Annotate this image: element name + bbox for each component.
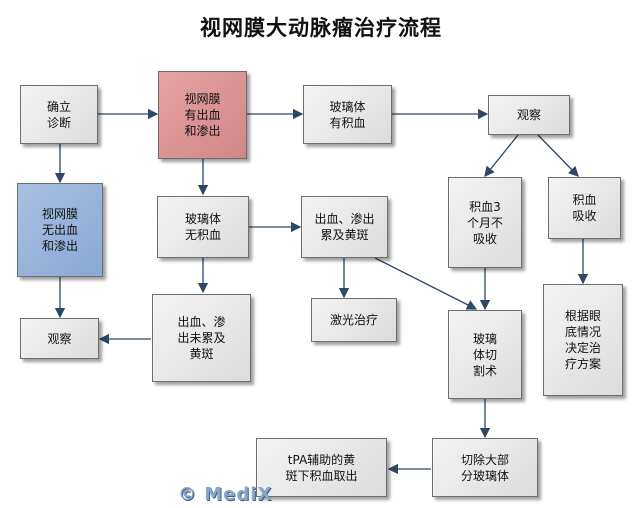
node-retina-no-bleeding: 视网膜 无出血 和渗出 [17,183,103,277]
node-vitreous-no-blood: 玻璃体 无积血 [157,196,249,258]
node-retina-with-bleeding: 视网膜 有出血 和渗出 [158,71,247,159]
arrow-observe-to-not-absorbed [484,134,519,178]
medix-watermark: © MediX [178,484,273,505]
node-observe-left: 观察 [20,318,99,359]
node-fundus-decision: 根据眼 底情况 决定治 疗方案 [543,284,623,396]
node-vitreous-with-blood: 玻璃体 有积血 [303,85,392,144]
arrow-macula-to-vitrectomy [374,257,478,310]
page-title: 视网膜大动脉瘤治疗流程 [200,16,442,40]
node-macula-involved: 出血、渗出 累及黄斑 [301,196,388,258]
node-observe-top: 观察 [488,95,570,135]
node-tpa-removal: tPA辅助的黄 斑下积血取出 [256,438,387,497]
node-partial-vitrectomy: 切除大部 分玻璃体 [432,438,538,497]
node-confirm-diagnosis: 确立 诊断 [20,85,98,144]
node-laser-treatment: 激光治疗 [311,298,397,342]
node-macula-not-involved: 出血、渗 出未累及 黄斑 [152,294,251,382]
node-not-absorbed: 积血3 个月不 吸收 [448,177,522,268]
node-absorbed: 积血 吸收 [548,177,621,239]
node-vitrectomy: 玻璃 体切 割术 [448,310,522,399]
arrow-observe-to-absorbed [537,134,579,177]
